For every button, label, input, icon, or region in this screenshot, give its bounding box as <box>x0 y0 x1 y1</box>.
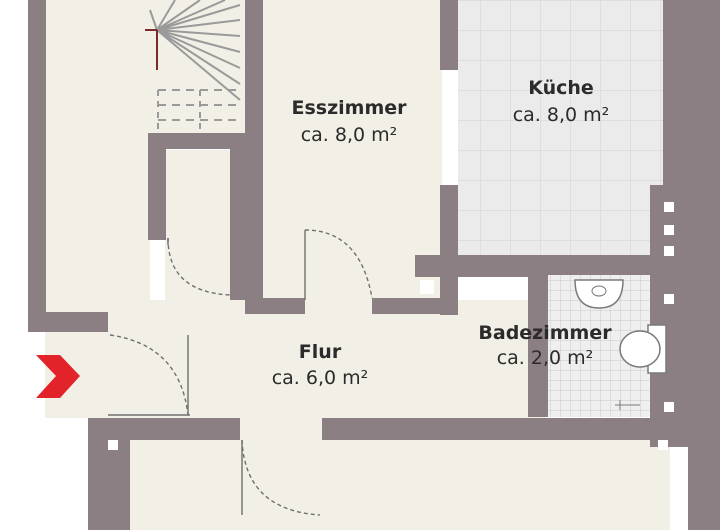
room-area-badezimmer: ca. 2,0 m² <box>497 347 594 369</box>
door-esszimmer <box>304 229 373 299</box>
door-entry <box>109 334 189 416</box>
opening <box>108 440 118 450</box>
opening <box>420 280 434 294</box>
wall-bottom-left <box>88 418 130 530</box>
wall-bad-left <box>528 255 548 417</box>
entrance-arrow-icon <box>36 355 80 398</box>
opening <box>664 246 674 256</box>
wall-stair-left <box>148 135 166 240</box>
opening <box>658 440 668 450</box>
opening <box>664 294 674 304</box>
floor-kueche <box>458 0 663 255</box>
floor-bottom <box>130 440 670 530</box>
room-name-esszimmer: Esszimmer <box>291 97 407 119</box>
door-closet <box>167 237 231 296</box>
wall-esszimmer-bottom-left <box>245 298 305 314</box>
toilet-icon <box>619 324 667 374</box>
floor-stair <box>150 0 245 135</box>
opening <box>664 402 674 412</box>
wall-kueche-bottom <box>415 255 545 277</box>
wall-bad-top <box>540 255 660 275</box>
walls <box>28 0 720 530</box>
room-name-kueche: Küche <box>528 77 594 99</box>
sink-icon <box>574 279 624 309</box>
room-area-esszimmer: ca. 8,0 m² <box>301 124 398 146</box>
room-area-flur: ca. 6,0 m² <box>272 367 369 389</box>
floor-closet <box>165 150 240 300</box>
floor-entry <box>108 332 190 417</box>
wall-esszimmer-right-bottom <box>440 185 458 315</box>
stair-icon <box>145 0 241 132</box>
room-area-kueche: ca. 8,0 m² <box>513 104 610 126</box>
room-name-badezimmer: Badezimmer <box>478 322 612 344</box>
drain-icon <box>615 400 640 410</box>
wall-flur-bottom-right <box>322 418 688 440</box>
opening <box>664 202 674 212</box>
wall-esszimmer-right-top <box>440 0 458 70</box>
floor-areas <box>45 0 670 530</box>
opening <box>664 225 674 235</box>
wall-entry-top <box>88 312 108 332</box>
floor-corridor <box>240 418 322 448</box>
doors <box>108 229 373 516</box>
wall-openings <box>108 202 674 450</box>
wall-closet-right <box>230 135 248 300</box>
wall-left-outer <box>28 0 46 330</box>
room-name-flur: Flur <box>299 341 342 363</box>
wall-esszimmer-left <box>245 0 263 300</box>
wall-esszimmer-bottom-right <box>372 298 442 314</box>
door-bottom <box>241 439 321 516</box>
floor-left <box>45 0 150 315</box>
wall-right-outer-top <box>663 0 720 185</box>
wall-right-outer-bottom <box>688 185 720 530</box>
wall-stair-bottom <box>148 133 248 149</box>
